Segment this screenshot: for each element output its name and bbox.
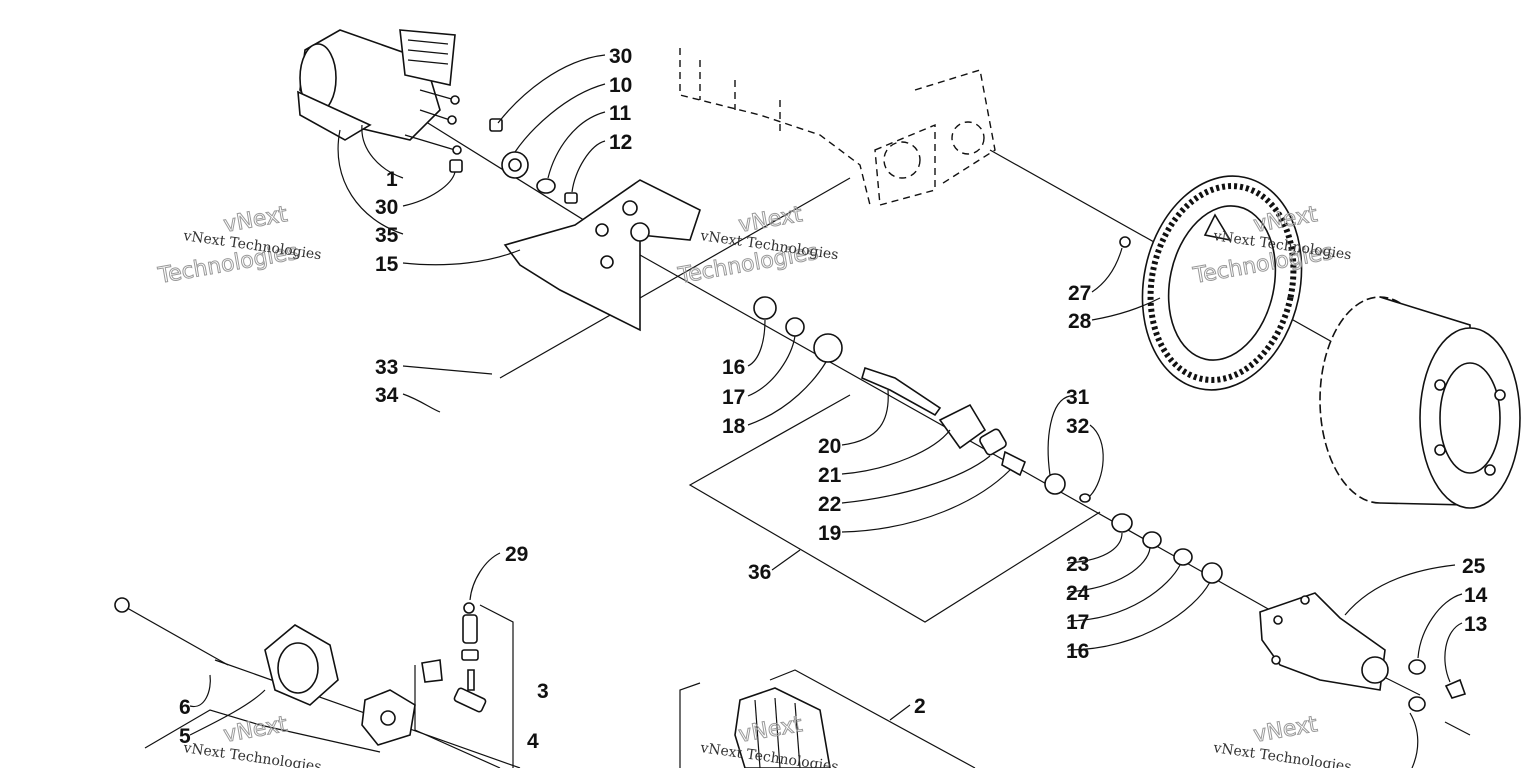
callout-31: 31 [1066,386,1090,409]
callout-3: 3 [537,680,549,703]
callout-36: 36 [748,561,771,584]
leader-lines [189,54,1463,768]
svg-text:vNext: vNext [222,712,290,748]
watermark-2: vNext Technologies vNext Technologies [675,202,839,290]
callout-10: 10 [609,74,632,97]
watermark-6: vNext vNext Technologies [1211,712,1352,768]
watermark-1: vNext Technologies vNext Technologies [155,202,322,290]
armature [679,669,976,768]
callout-5: 5 [179,725,191,748]
callout-16-upper: 16 [722,356,745,379]
callout-17-lower: 17 [1066,611,1089,634]
bottom-left-parts [114,597,514,768]
assembly-bracket-36 [688,394,1101,623]
callout-28: 28 [1068,310,1092,333]
callout-32: 32 [1066,415,1089,438]
callout-11: 11 [609,102,632,125]
starter-drive [753,296,1223,584]
svg-text:vNext: vNext [222,202,290,238]
svg-text:vNext Technologies: vNext Technologies [1211,740,1352,768]
callout-20: 20 [818,435,841,458]
callout-25: 25 [1462,555,1486,578]
callout-22: 22 [818,493,841,516]
end-housing [1259,592,1471,736]
callout-1: 1 [386,168,398,191]
callout-18: 18 [722,415,746,438]
callout-2: 2 [914,695,926,718]
svg-text:vNext: vNext [737,202,805,238]
callout-23: 23 [1066,553,1089,576]
starter-motor [297,29,462,155]
engine-outline [679,48,996,206]
callout-35: 35 [375,224,399,247]
callout-4: 4 [527,730,539,753]
callout-6: 6 [179,696,191,719]
callout-12: 12 [609,131,632,154]
callout-13: 13 [1464,613,1487,636]
callout-30-top: 30 [609,45,632,68]
callout-14: 14 [1464,584,1488,607]
callout-29: 29 [505,543,528,566]
callout-17-upper: 17 [722,386,745,409]
starter-small-parts [449,118,578,204]
callout-labels: 30 10 11 12 1 30 35 15 33 34 16 17 18 20… [179,45,1488,753]
watermark-4: vNext vNext Technologies [181,712,322,768]
callout-34: 34 [375,384,399,407]
callout-16-lower: 16 [1066,640,1089,663]
svg-text:vNext Technologies: vNext Technologies [181,740,322,768]
flywheel [1319,296,1521,509]
ring-gear [1119,175,1303,391]
callout-33: 33 [375,356,398,379]
callout-19: 19 [818,522,841,545]
mounting-bracket [503,179,701,332]
callout-15: 15 [375,253,399,276]
callout-24: 24 [1066,582,1090,605]
callout-21: 21 [818,464,842,487]
callout-27: 27 [1068,282,1091,305]
svg-text:vNext: vNext [1252,712,1320,748]
callout-30-bottom: 30 [375,196,398,219]
